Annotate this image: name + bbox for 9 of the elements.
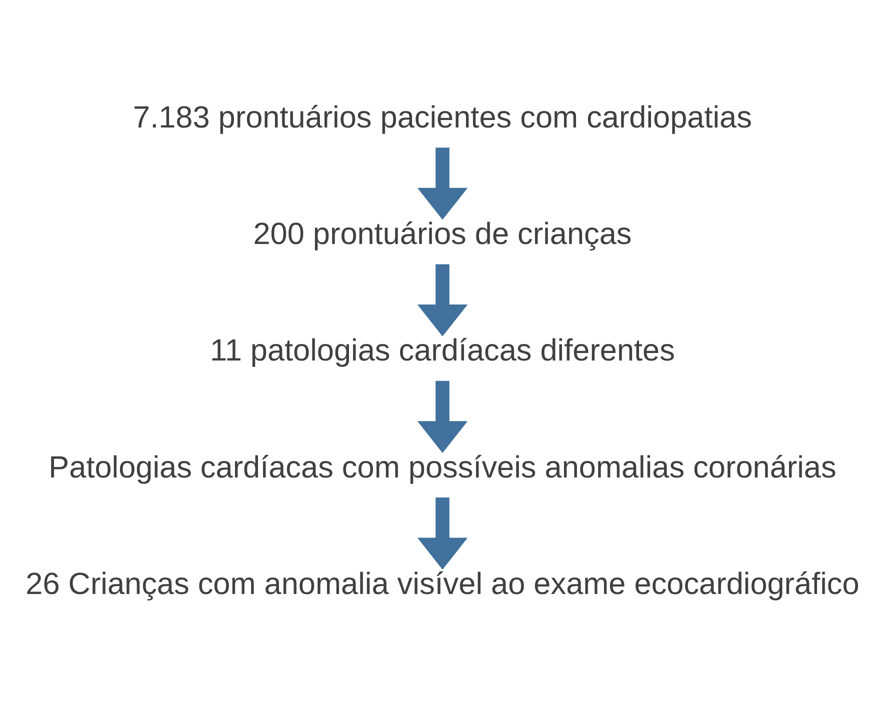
arrow: [417, 496, 468, 570]
node-text: 7.183 prontuários pacientes com cardiopatias: [133, 98, 752, 134]
node-text: 26 Crianças com anomalia visível ao exame ecocardiográfico: [26, 565, 860, 600]
node-text: 200 prontuários de crianças: [253, 216, 632, 251]
arrow: [417, 147, 468, 220]
node-text: 11 patologias cardíacas diferentes: [210, 332, 675, 368]
arrow: [417, 380, 468, 453]
arrow: [417, 264, 468, 336]
node-text: Patologias cardíacas com possíveis anomalias coronárias: [48, 448, 836, 484]
